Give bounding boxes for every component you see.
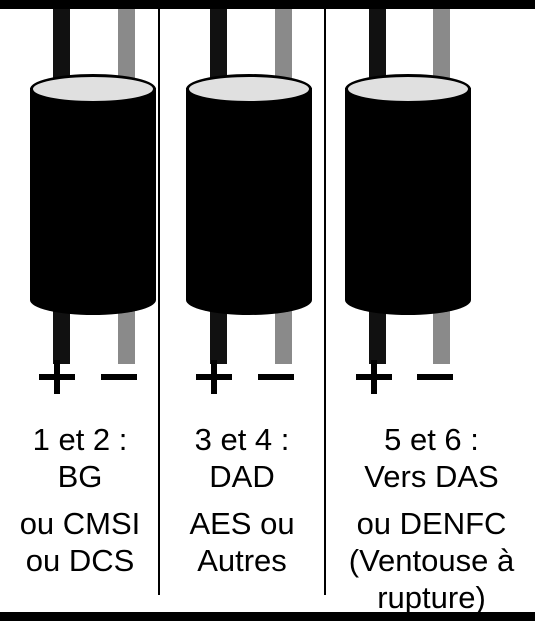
group-1-line-3: ou CMSI: [19, 506, 141, 541]
plus-sign-vertical: [211, 360, 217, 394]
capacitor-base: [30, 285, 156, 315]
group-3-line-5: rupture): [377, 580, 486, 615]
group-1-line-1: 1 et 2 :: [32, 422, 128, 457]
minus-sign: [258, 374, 294, 380]
divider-2: [324, 9, 326, 595]
divider-1: [158, 9, 160, 595]
group-3-line-4: (Ventouse à: [348, 543, 515, 578]
group-2-line-2: DAD: [209, 459, 275, 494]
group-3-line-3: ou DENFC: [356, 506, 507, 541]
group-2-line-1: 3 et 4 :: [194, 422, 290, 457]
group-1-line-4: ou DCS: [25, 543, 135, 578]
minus-sign: [101, 374, 137, 380]
group-2-line-4: Autres: [197, 543, 287, 578]
group-3-line-2: Vers DAS: [364, 459, 499, 494]
group-3-line-1: 5 et 6 :: [384, 422, 479, 457]
plus-sign-vertical: [371, 360, 377, 394]
capacitor-base: [186, 285, 312, 315]
group-1-line-2: BG: [57, 459, 103, 494]
top-border: [0, 0, 535, 9]
capacitor-top: [345, 74, 471, 104]
minus-sign: [417, 374, 453, 380]
capacitor-base: [345, 285, 471, 315]
capacitor-top: [186, 74, 312, 104]
plus-sign-vertical: [54, 360, 60, 394]
bottom-border: [0, 612, 535, 621]
capacitor-body: [186, 88, 312, 300]
capacitor-top: [30, 74, 156, 104]
capacitor-body: [30, 88, 156, 300]
group-2-line-3: AES ou: [189, 506, 295, 541]
capacitor-body: [345, 88, 471, 300]
